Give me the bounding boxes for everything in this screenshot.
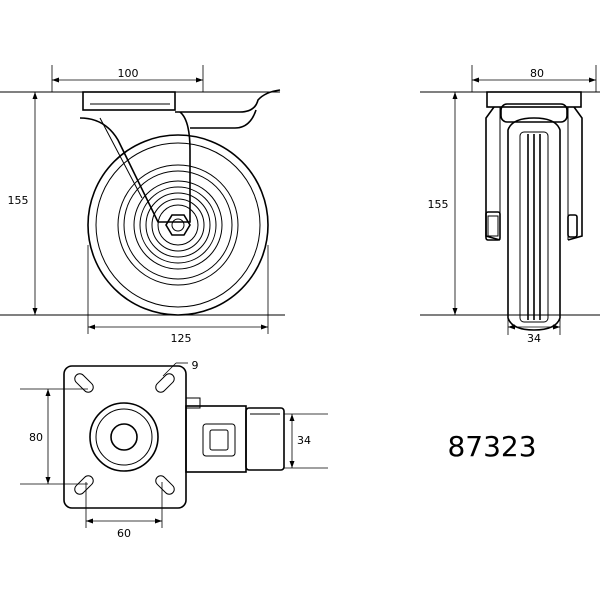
front-wheel-core: [519, 131, 549, 323]
plate-slot-top-right: [155, 373, 175, 393]
plate-slot-top-left: [74, 373, 94, 393]
side-fork-inner: [99, 117, 143, 199]
plate-bearing-ring: [95, 408, 153, 466]
plate-view: 9 80 60 34: [20, 359, 328, 540]
side-wheel-ring-3: [145, 192, 211, 258]
plate-brake-pedal: [245, 407, 285, 471]
side-wheel-outer: [87, 134, 269, 316]
side-wheel-diameter-label: 125: [171, 332, 192, 345]
plate-slot-bottom-right: [155, 475, 175, 495]
plate-brake-body: [185, 405, 247, 473]
side-wheel-ring-1: [133, 180, 223, 270]
front-wheel-width-label: 34: [527, 332, 541, 345]
side-plate-width-label: 100: [118, 67, 139, 80]
side-wheel-rim-outer: [117, 164, 239, 286]
side-wheel-ring-2: [139, 186, 217, 264]
side-wheel-tread: [95, 142, 261, 308]
side-axle-nut: [165, 214, 191, 236]
front-fork-right: [567, 106, 583, 241]
front-axle-nut-right: [567, 214, 578, 238]
side-wheel-hub: [157, 204, 199, 246]
plate-slot-bottom-left: [74, 475, 94, 495]
front-fork-left: [485, 106, 501, 241]
plate-brake-pad: [202, 423, 236, 457]
side-brake-lever-lower: [190, 109, 257, 129]
side-brake-lever: [175, 89, 281, 113]
side-height-label: 155: [8, 194, 29, 207]
front-top-plate: [486, 91, 582, 108]
side-axle: [171, 218, 185, 232]
plate-bearing-center: [110, 423, 138, 451]
side-wheel-rim: [123, 170, 233, 280]
side-top-plate: [82, 91, 176, 111]
front-axle-nut-left: [485, 211, 501, 241]
front-height-label: 155: [428, 198, 449, 211]
front-plate-width-label: 80: [530, 67, 544, 80]
plate-brake-pad-inner: [209, 429, 229, 451]
plate-dim-slot-leader: [162, 362, 177, 377]
plate-slot-width-label: 9: [192, 359, 199, 372]
plate-vertical-spacing-label: 80: [29, 431, 43, 444]
plate-brake-pivot: [185, 397, 201, 409]
side-wheel-ring-4: [151, 198, 205, 252]
front-view: 80 155 34: [420, 65, 600, 345]
side-view: 100 155 125: [0, 65, 285, 345]
plate-bearing-outer: [89, 402, 159, 472]
front-brake-top: [500, 103, 568, 123]
front-axle-nut-left-inner: [487, 215, 499, 237]
side-fork: [79, 111, 191, 223]
plate-horizontal-spacing-label: 60: [117, 527, 131, 540]
part-number: 87323: [447, 430, 536, 463]
plate-wheel-width-label: 34: [297, 434, 311, 447]
